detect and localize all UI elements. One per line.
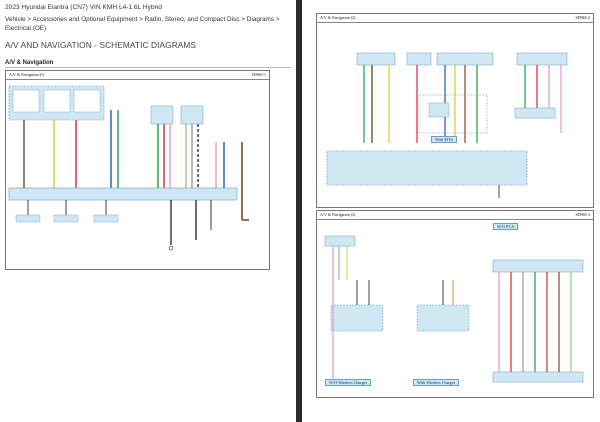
caption-wo-pca: W/O PCA [493, 223, 519, 230]
document-title: 2023 Hyundai Elantra (CN7) VIN KMH L4-1.… [5, 4, 162, 11]
sheet-header: A/V & Navigation (3) SD965-3 [317, 211, 593, 220]
sheet-title: A/V & Navigation (2) [320, 14, 356, 20]
relay-box [180, 105, 204, 125]
left-page: 2023 Hyundai Elantra (CN7) VIN KMH L4-1.… [0, 0, 296, 422]
sheet-title: A/V & Navigation (3) [320, 211, 356, 217]
relay-box [150, 105, 174, 125]
sheet-code: SD965-3 [575, 211, 590, 217]
caption-with-wireless-charger: With Wireless Charger [413, 379, 460, 386]
sheet-code: SD965-1 [251, 71, 266, 77]
wiring-diagram-1 [8, 85, 249, 251]
wiring-diagram-3 [324, 235, 584, 383]
divider [5, 67, 291, 68]
schematic-sheet-2: A/V & Navigation (2) SD965-2 [316, 13, 594, 208]
caption-with-mts: With MTS [431, 136, 457, 143]
right-page: A/V & Navigation (2) SD965-2 [302, 0, 600, 422]
sheet-title: A/V & Navigation (1) [9, 71, 45, 77]
sheet-header: A/V & Navigation (2) SD965-2 [317, 14, 593, 23]
wiring-diagram-2 [326, 52, 568, 198]
section-heading: A/V AND NAVIGATION - SCHEMATIC DIAGRAMS [5, 40, 197, 50]
schematic-sheet-1: A/V & Navigation (1) SD965-1 [5, 70, 270, 270]
page-spine [296, 0, 302, 422]
breadcrumb[interactable]: Vehicle > Accessories and Optional Equip… [5, 16, 280, 32]
schematic-sheet-3: A/V & Navigation (3) SD965-3 W/O Wireles… [316, 210, 594, 398]
sub-heading: A/V & Navigation [5, 60, 54, 66]
sheet-code: SD965-2 [575, 14, 590, 20]
caption-wo-wireless-charger: W/O Wireless Charger [325, 379, 372, 386]
sheet-header: A/V & Navigation (1) SD965-1 [6, 71, 269, 80]
harness-box [8, 187, 238, 201]
